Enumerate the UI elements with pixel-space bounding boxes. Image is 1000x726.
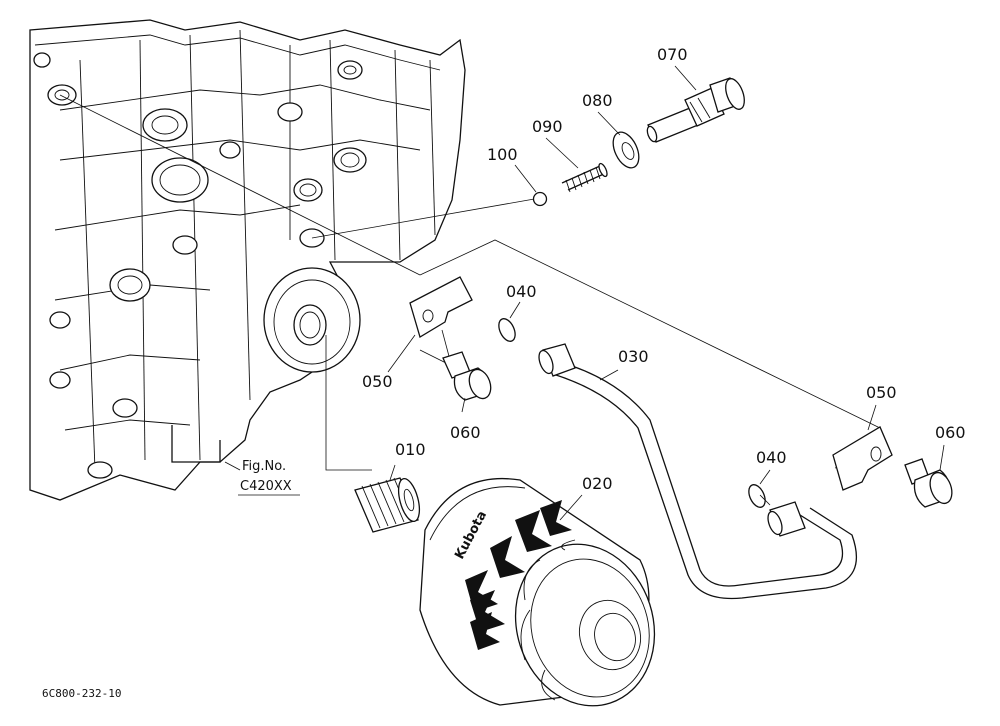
part-070-plug — [646, 77, 745, 143]
callout-leaders — [387, 65, 945, 521]
transmission-housing — [29, 19, 466, 501]
fig-ref-line1: Fig.No. — [242, 459, 286, 474]
part-050-clamps — [409, 276, 893, 491]
callout-060-left: 060 — [450, 423, 481, 442]
callouts: 010 020 030 040 040 050 050 060 060 070 … — [362, 45, 966, 493]
part-020-oil-filter: Kubota — [419, 477, 656, 707]
callout-100: 100 — [487, 145, 518, 164]
callout-050-upper: 050 — [362, 372, 393, 391]
part-090-spring — [561, 162, 608, 193]
callout-060-right: 060 — [935, 423, 966, 442]
fig-ref-line2: C420XX — [240, 479, 292, 494]
figure-reference: Fig.No. C420XX — [238, 459, 300, 496]
callout-040-upper: 040 — [506, 282, 537, 301]
callout-050-lower: 050 — [866, 383, 897, 402]
callout-070: 070 — [657, 45, 688, 64]
part-030-pipe — [538, 343, 857, 600]
callout-020: 020 — [582, 474, 613, 493]
drawing-code: 6C800-232-10 — [42, 687, 121, 700]
callout-030: 030 — [618, 347, 649, 366]
part-040-o-rings — [498, 318, 766, 508]
part-080-washer — [612, 131, 640, 169]
callout-090: 090 — [532, 117, 563, 136]
callout-040-lower: 040 — [756, 448, 787, 467]
callout-010: 010 — [395, 440, 426, 459]
callout-080: 080 — [582, 91, 613, 110]
alignment-lines — [59, 94, 881, 506]
part-010-nipple — [354, 477, 421, 533]
part-060-bolts — [442, 351, 953, 508]
part-100-ball — [532, 191, 548, 207]
